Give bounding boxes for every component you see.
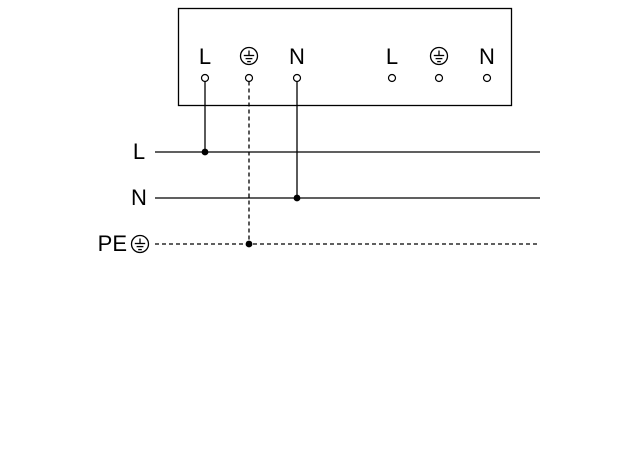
earth-icon <box>429 46 449 66</box>
terminal-point <box>387 73 397 83</box>
bus-label-n: N <box>131 185 147 210</box>
terminal-point <box>434 73 444 83</box>
terminal-label-l-right: L <box>386 44 398 69</box>
junction-dot <box>293 194 301 202</box>
terminal-point <box>292 73 302 83</box>
terminal-point <box>244 73 254 83</box>
junction-dot <box>201 148 209 156</box>
device-box <box>177 7 513 107</box>
junction-dot <box>245 240 253 248</box>
terminal-point <box>482 73 492 83</box>
terminal-label-n-right: N <box>479 44 495 69</box>
bus-label-l: L <box>133 139 145 164</box>
bus-label-pe: PE <box>98 231 127 256</box>
earth-icon <box>239 46 259 66</box>
terminal-label-n-left: N <box>289 44 305 69</box>
terminal-label-l-left: L <box>199 44 211 69</box>
terminal-point <box>200 73 210 83</box>
earth-icon <box>130 234 150 254</box>
